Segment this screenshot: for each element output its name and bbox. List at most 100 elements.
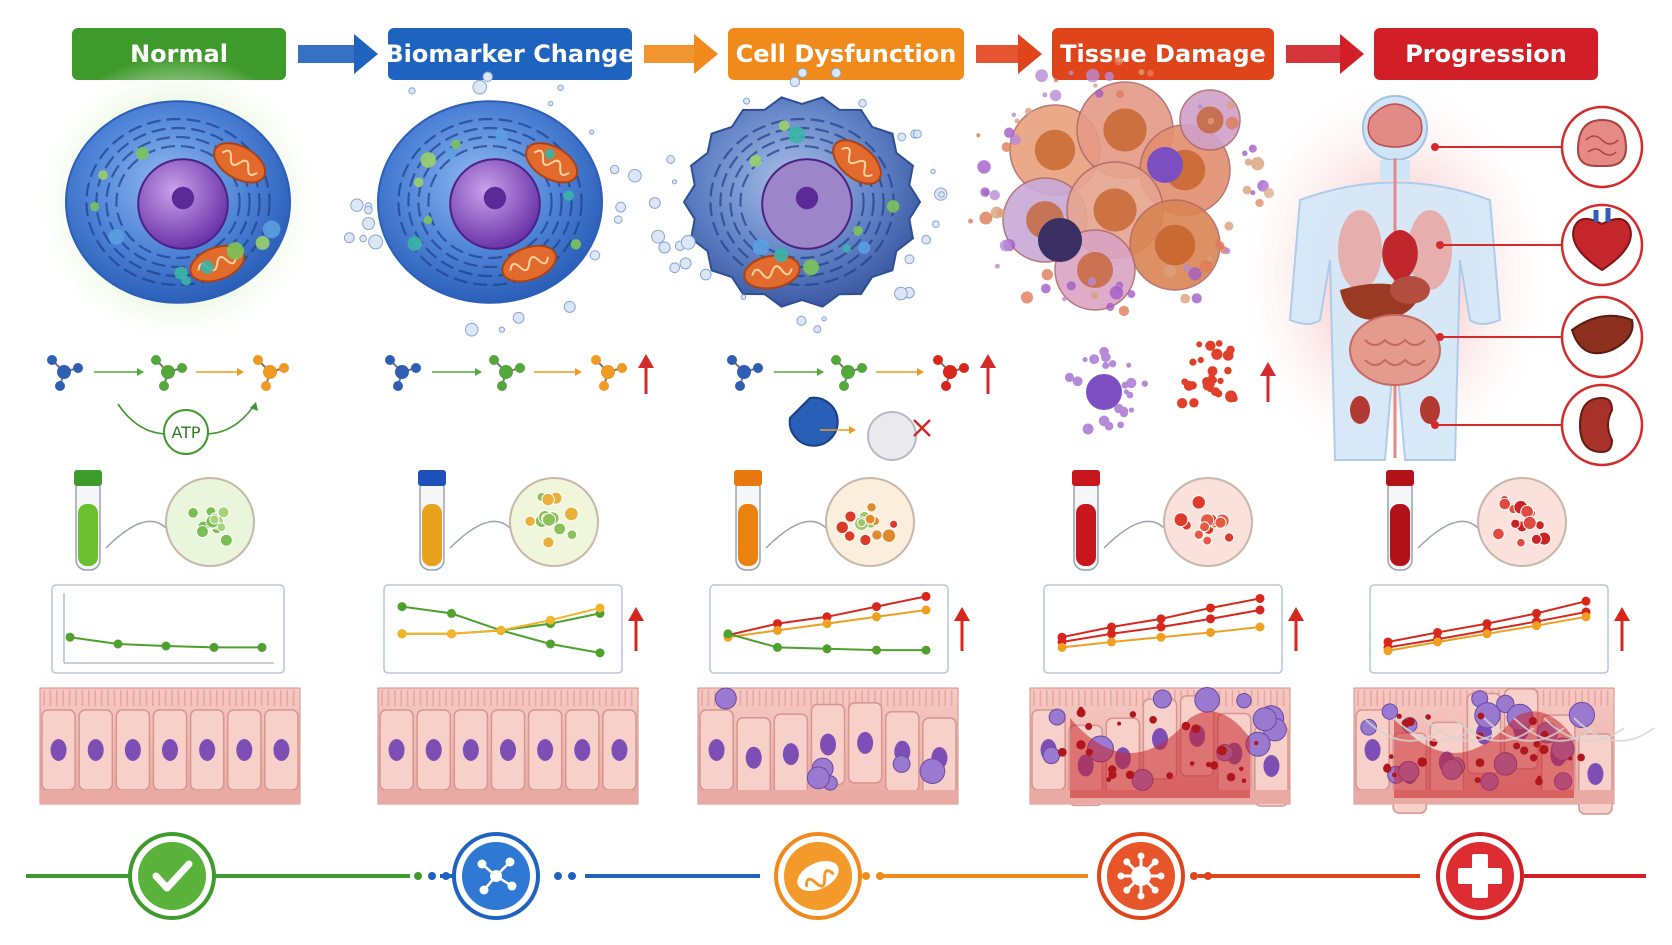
arrow-right-icon — [298, 34, 378, 74]
fibrosis-strand — [1363, 717, 1445, 742]
increase-arrow-head — [1288, 607, 1304, 621]
medical-cross-icon — [1458, 854, 1502, 898]
molecule-atom — [601, 365, 615, 379]
timeline-node-5 — [1436, 832, 1524, 920]
molecule-atom — [151, 355, 161, 365]
cell-debris — [1087, 277, 1097, 286]
organelle — [450, 139, 461, 150]
blood-cell — [1117, 721, 1122, 726]
blood-cell — [1516, 537, 1526, 548]
blood-cell — [1241, 778, 1247, 784]
molecule-atom — [599, 381, 609, 391]
pathway-arrowhead — [475, 368, 482, 376]
callout-dot — [1431, 421, 1439, 429]
cytokine-dot — [1189, 358, 1197, 366]
blood-cell — [1535, 777, 1543, 786]
cell-nucleus — [574, 739, 591, 761]
cross-horizontal — [1458, 868, 1502, 884]
cell-debris — [980, 187, 990, 197]
endoplasmic-reticulum — [105, 135, 251, 269]
cytokine-dot — [1117, 421, 1125, 429]
cytokine-dot — [1176, 397, 1188, 409]
blood-cell — [1425, 714, 1431, 720]
vesicle — [472, 79, 488, 95]
cytokine-dot — [1098, 415, 1110, 427]
cytokine-dot — [1128, 407, 1135, 413]
molecule-atom — [57, 365, 71, 379]
molecule-atom — [617, 363, 627, 373]
cell-debris — [976, 133, 981, 138]
cytokine-dot — [1207, 366, 1218, 377]
cell-stage-1 — [31, 55, 325, 349]
blood-cell — [1212, 764, 1218, 770]
molecule-atom — [753, 363, 763, 373]
blood-sample-stage-5 — [1386, 470, 1567, 571]
cell-nucleus — [87, 739, 104, 761]
cell-debris — [1183, 264, 1191, 272]
tube-fluid — [738, 504, 758, 566]
mito-cristae — [805, 869, 835, 888]
immune-cell — [1147, 147, 1183, 183]
blood-cell — [541, 492, 555, 507]
cell-debris — [1085, 68, 1100, 83]
blood-cell — [1239, 766, 1244, 772]
molecule-atom — [47, 355, 57, 365]
virus-spike-tip — [1117, 872, 1125, 880]
vesicle — [557, 84, 564, 91]
molecule-atom — [253, 355, 263, 365]
brain-folds — [1585, 135, 1619, 156]
blood-sample-stage-1 — [74, 470, 255, 571]
blood-cell — [1535, 520, 1545, 531]
arrow-shaft — [976, 45, 1020, 63]
immune-cell — [1236, 692, 1252, 709]
stage-header-2: Biomarker Change — [385, 28, 635, 80]
vesicle — [796, 315, 807, 326]
blocked-substrate-icon — [867, 411, 917, 461]
blood-cell — [1076, 708, 1086, 718]
cell-debris — [1001, 142, 1012, 152]
network-node — [507, 881, 517, 891]
cell-debris — [1109, 285, 1124, 300]
cell-debris — [1053, 78, 1058, 83]
pathway-stage-3 — [727, 354, 996, 394]
vesicle — [512, 311, 525, 324]
arrow-right-icon — [1286, 34, 1364, 74]
pathway-arrowhead — [817, 368, 824, 376]
blood-cell — [859, 533, 872, 547]
blood-cell — [1530, 533, 1542, 545]
blood-cell — [843, 530, 856, 542]
organelle — [749, 154, 762, 167]
cell-debris — [1020, 291, 1034, 304]
virus-core — [1131, 866, 1151, 886]
timeline-dot — [876, 872, 884, 880]
blood-cell — [1173, 512, 1189, 528]
cell-debris — [1244, 158, 1253, 166]
cell-debris — [1250, 157, 1265, 171]
network-node — [505, 857, 515, 867]
tissue-section-stage-1 — [39, 687, 301, 805]
vesicle — [408, 87, 416, 95]
cell-debris — [990, 206, 1003, 219]
blood-cell — [1214, 516, 1227, 529]
blood-cell — [844, 510, 857, 523]
blood-cell — [217, 506, 230, 519]
tube-cap — [74, 470, 102, 486]
molecule-atom — [943, 365, 957, 379]
enzyme-dysfunction — [788, 396, 931, 461]
immune-cell — [1381, 703, 1399, 720]
tissue-section-stage-3 — [697, 687, 959, 805]
organelle — [788, 126, 806, 144]
blood-cell — [1396, 713, 1402, 719]
pathway-arrowhead — [917, 368, 924, 376]
immune-cell — [1474, 702, 1501, 729]
blocked-x-icon — [913, 419, 931, 437]
blood-cell — [1166, 772, 1174, 780]
cell-nucleus — [162, 739, 178, 761]
fibrosis-strand — [1453, 717, 1535, 742]
cytokine-dot — [1211, 387, 1220, 397]
organelle — [495, 129, 507, 141]
organelle — [413, 177, 424, 188]
organelle — [89, 201, 100, 212]
cell-nucleus — [782, 743, 799, 766]
organelle — [803, 259, 819, 276]
